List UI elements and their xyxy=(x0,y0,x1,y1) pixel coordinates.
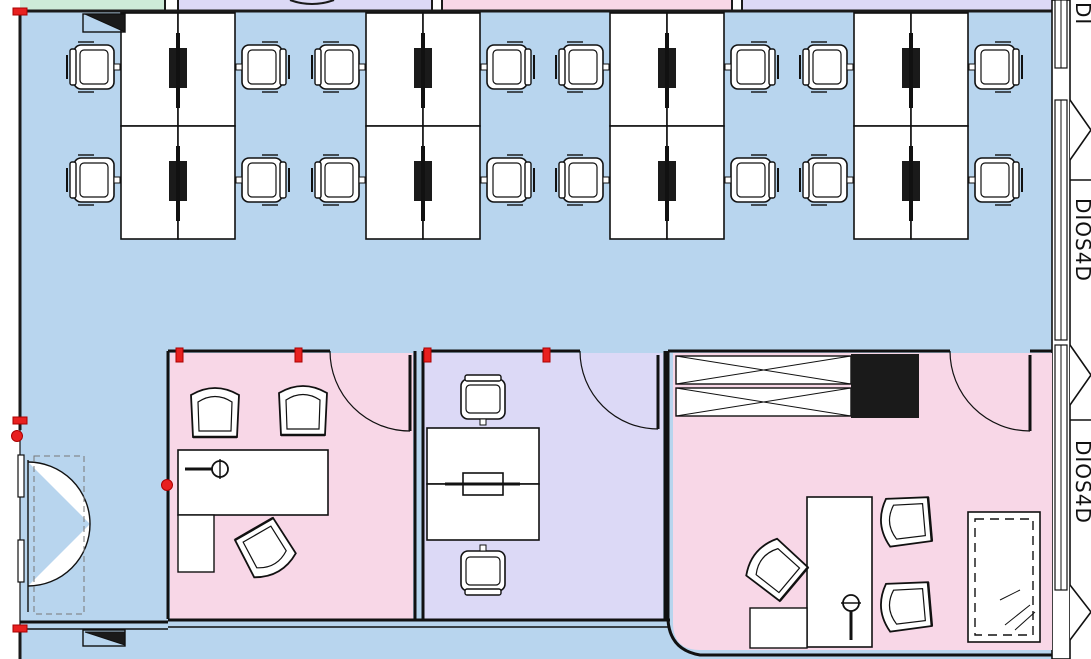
door-panel-top xyxy=(82,13,126,33)
office-2 xyxy=(421,349,667,619)
top-strip-lilac-2 xyxy=(742,0,1052,10)
top-strip-pink xyxy=(442,0,732,10)
door-panel-bottom xyxy=(82,629,126,647)
workstation-cluster-3 xyxy=(608,11,726,241)
top-strip-green xyxy=(20,0,165,10)
workstation-cluster-4 xyxy=(852,11,970,241)
storage-cabinets xyxy=(675,354,919,418)
red-markers xyxy=(11,7,551,633)
workstation-cluster-2 xyxy=(364,11,482,241)
office-3 xyxy=(666,349,1052,650)
edge-label-top: DI xyxy=(1071,2,1091,26)
entrance-door[interactable] xyxy=(17,430,91,630)
workstation-cluster-1 xyxy=(119,11,237,241)
right-exterior-wall xyxy=(1051,0,1091,659)
edge-label-mid: DIOS4D xyxy=(1071,198,1091,282)
outer-walls xyxy=(18,0,1055,659)
office-1 xyxy=(166,349,417,619)
edge-label-bottom: DIOS4D xyxy=(1071,440,1091,524)
top-strip-lilac xyxy=(178,0,432,10)
corridor-walls xyxy=(20,618,1052,657)
